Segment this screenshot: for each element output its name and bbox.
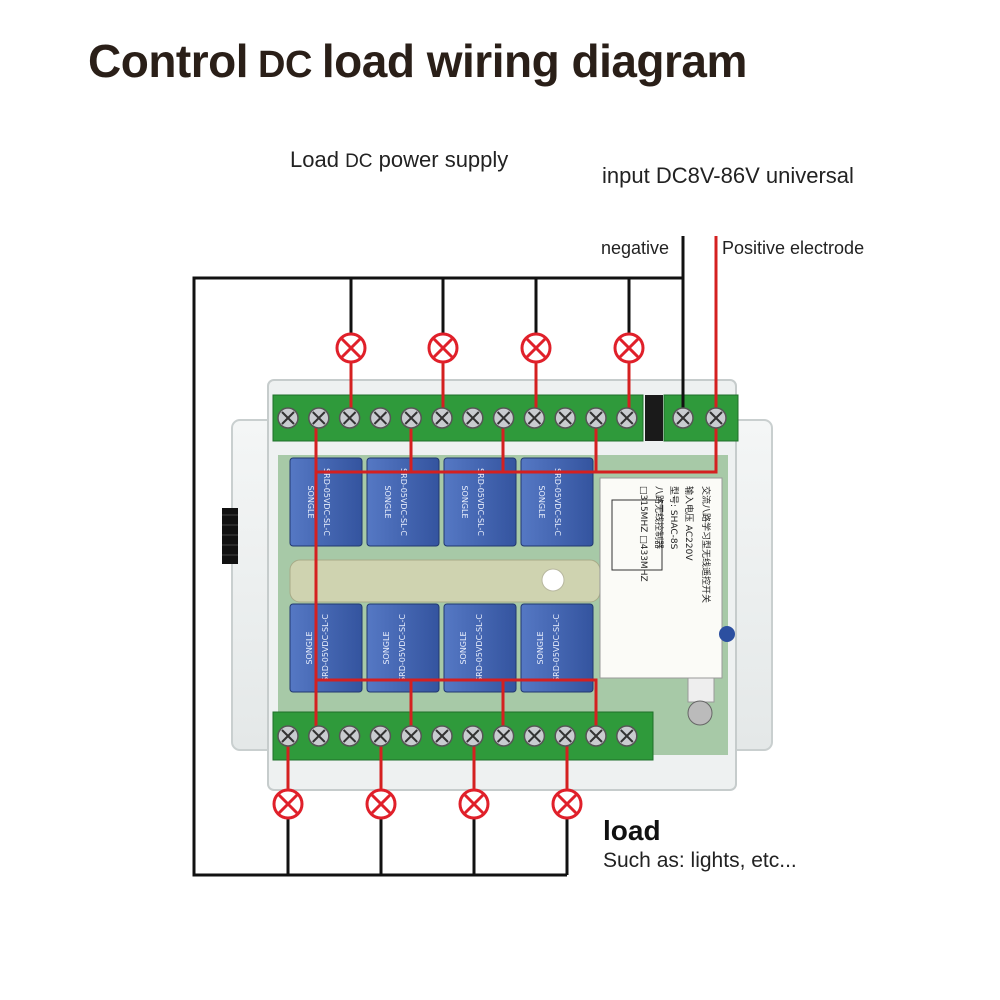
terminal-screw	[277, 725, 299, 747]
supply-word-rest: power supply	[378, 147, 509, 172]
terminal-screw	[554, 725, 576, 747]
title-control: Control	[88, 35, 249, 87]
terminal-screw	[369, 407, 392, 429]
module-label-line4: 八路无线控制器	[653, 486, 665, 549]
input-voltage-label: input DC8V-86V universal	[602, 163, 854, 188]
terminal-screw	[338, 725, 361, 747]
terminal-screw	[492, 725, 515, 747]
relay: SRD-05VDC-SL-C SONGLE	[443, 457, 517, 547]
terminal-screw	[400, 725, 422, 747]
terminal-screw	[492, 407, 515, 429]
terminal-screw	[672, 407, 694, 429]
relay-model-text: SRD-05VDC-SL-C	[553, 468, 562, 536]
terminal-screw	[616, 725, 638, 747]
terminal-screw	[616, 407, 638, 429]
negative-bus-wire	[192, 236, 685, 877]
module-label-line3: 型号: SHAC-8S	[668, 486, 679, 550]
relay-array: SRD-05VDC-SL-C SONGLE SRD-05VDC-SL-C SONGLE…	[289, 457, 594, 693]
positive-bus-mid	[316, 678, 598, 735]
relay-model-text: SRD-05VDC-SL-C	[398, 614, 407, 682]
terminal-screw	[431, 725, 453, 747]
relay-brand-text: SONGLE	[459, 631, 468, 664]
top-terminal-block	[272, 394, 739, 442]
terminal-screw	[554, 407, 576, 429]
terminal-screw	[585, 407, 607, 429]
negative-label: negative	[601, 238, 670, 258]
antenna	[222, 508, 238, 564]
relay-model-text: SRD-05VDC-SL-C	[552, 614, 561, 682]
terminal-screw	[705, 407, 727, 429]
positive-label: Positive electrode	[722, 238, 865, 258]
relay-brand-text: SONGLE	[306, 485, 315, 518]
bottom-load-lamps	[272, 788, 583, 820]
wiring	[192, 236, 718, 877]
title-rest: load wiring diagram	[321, 35, 748, 87]
module-label-card: 交流八路学习型无线遥控开关 输入电压 AC220V 型号: SHAC-8S 八路…	[599, 477, 735, 726]
relay-model-text: SRD-05VDC-SL-C	[322, 468, 331, 536]
terminal-screw	[462, 725, 484, 747]
terminal-screws	[277, 407, 727, 747]
relay: SRD-05VDC-SL-C SONGLE	[289, 457, 363, 547]
module-label-line1: 交流八路学习型无线遥控开关	[700, 486, 712, 603]
module-label-line5: □315MHZ □433MHZ	[638, 486, 648, 582]
relay: SRD-05VDC-SL-C SONGLE	[443, 603, 517, 693]
supply-word-dc: DC	[345, 151, 373, 172]
relay: SRD-05VDC-SL-C SONGLE	[520, 603, 594, 693]
relay-model-text: SRD-05VDC-SL-C	[399, 468, 408, 536]
title-dc: DC	[258, 44, 312, 86]
lamp-icon	[520, 332, 552, 364]
supply-word-load: Load	[290, 147, 339, 172]
relay: SRD-05VDC-SL-C SONGLE	[366, 603, 440, 693]
terminal-screw	[277, 407, 299, 429]
lamp-icon	[613, 332, 645, 364]
lamp-icon	[551, 788, 583, 820]
relay-brand-text: SONGLE	[383, 485, 392, 518]
module-label-line2: 输入电压 AC220V	[683, 486, 695, 561]
relay: SRD-05VDC-SL-C SONGLE	[366, 457, 440, 547]
lamp-icon	[365, 788, 397, 820]
terminal-screw	[523, 725, 546, 747]
terminal-screw	[308, 725, 330, 747]
terminal-screw	[369, 725, 392, 747]
terminal-screw	[462, 407, 484, 429]
relay-model-text: SRD-05VDC-SL-C	[475, 614, 484, 682]
load-supply-label: Load DC power supply	[290, 147, 508, 173]
lamp-icon	[458, 788, 490, 820]
relay-model-text: SRD-05VDC-SL-C	[476, 468, 485, 536]
relay-brand-text: SONGLE	[382, 631, 391, 664]
terminal-screw	[400, 407, 422, 429]
relay-brand-text: SONGLE	[537, 485, 546, 518]
terminal-screw	[338, 407, 361, 429]
load-example-label: Such as: lights, etc...	[603, 849, 797, 872]
terminal-screw	[308, 407, 330, 429]
terminal-screw	[585, 725, 607, 747]
relay: SRD-05VDC-SL-C SONGLE	[520, 457, 594, 547]
load-label: load	[603, 815, 661, 846]
relay-model-text: SRD-05VDC-SL-C	[321, 614, 330, 682]
lamp-icon	[335, 332, 367, 364]
lamp-icon	[427, 332, 459, 364]
relay-brand-text: SONGLE	[305, 631, 314, 664]
lamp-icon	[272, 788, 304, 820]
relay-brand-text: SONGLE	[536, 631, 545, 664]
top-load-lamps	[335, 332, 645, 364]
relay-brand-text: SONGLE	[460, 485, 469, 518]
terminal-screw	[431, 407, 453, 429]
terminal-screw	[523, 407, 546, 429]
relay: SRD-05VDC-SL-C SONGLE	[289, 603, 363, 693]
